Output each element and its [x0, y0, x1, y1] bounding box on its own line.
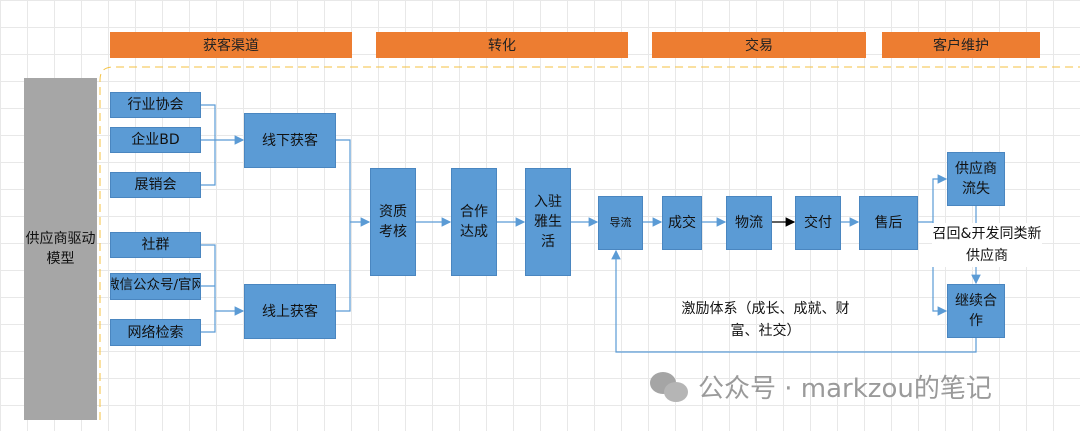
- after-sales: 售后: [859, 196, 918, 250]
- online-acquisition: 线上获客: [244, 284, 336, 339]
- delivery: 交付: [795, 196, 841, 250]
- supplier-driven-model: 供应商驱动 模型: [24, 78, 97, 420]
- wechat-icon: [650, 371, 690, 402]
- channel-wechat-website: 微信公众号/官网: [110, 273, 201, 300]
- deal: 成交: [662, 196, 702, 250]
- stage-header-maintenance: 客户维护: [882, 32, 1040, 58]
- continue-cooperation: 继续合作: [947, 284, 1005, 338]
- logistics: 物流: [726, 196, 772, 250]
- offline-acquisition: 线下获客: [244, 113, 336, 168]
- channel-web-search: 网络检索: [110, 319, 201, 346]
- watermark: 公众号 · markzou的笔记: [650, 368, 992, 405]
- incentive-label: 激励体系（成长、成就、财富、社交）: [681, 301, 850, 339]
- channel-exhibition: 展销会: [110, 172, 201, 198]
- onboarding: 入驻雅生活: [525, 168, 571, 276]
- stage-header-acquisition: 获客渠道: [110, 32, 352, 58]
- channel-enterprise-bd: 企业BD: [110, 127, 201, 153]
- qualification-review: 资质考核: [370, 168, 416, 276]
- supplier-lost: 供应商流失: [947, 152, 1005, 206]
- traffic-guide: 导流: [598, 196, 643, 250]
- model-label: 供应商驱动 模型: [25, 231, 96, 267]
- cooperation-reached: 合作达成: [451, 168, 497, 276]
- recall-label: 召回&开发同类新供应商: [932, 223, 1042, 267]
- channel-community: 社群: [110, 232, 201, 258]
- watermark-text: 公众号 · markzou的笔记: [698, 374, 992, 404]
- stage-header-conversion: 转化: [376, 32, 628, 58]
- channel-industry-association: 行业协会: [110, 92, 201, 118]
- stage-header-trade: 交易: [652, 32, 866, 58]
